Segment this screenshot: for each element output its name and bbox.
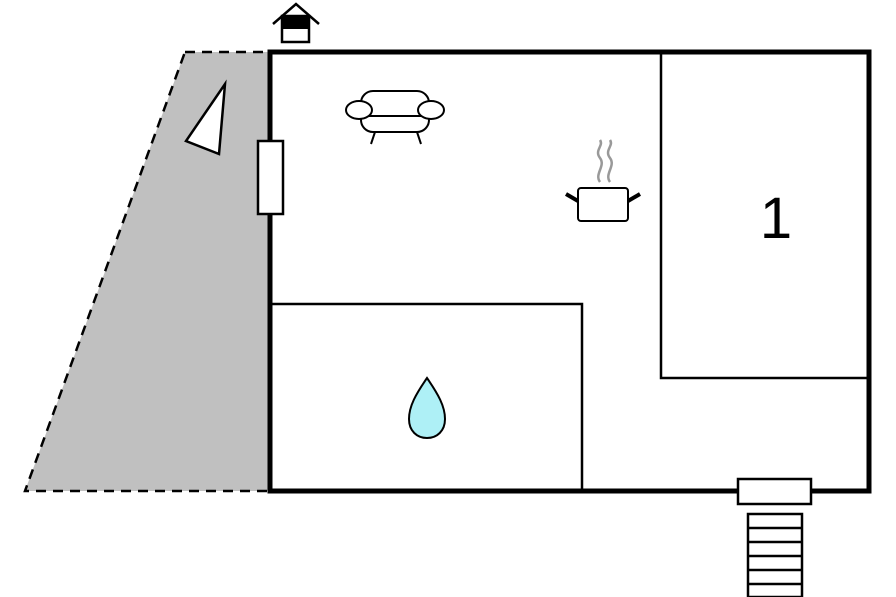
house-chimney-icon: [272, 2, 320, 44]
room-bathroom: [268, 302, 584, 493]
window-west: [256, 139, 285, 216]
north-arrow-icon: [184, 79, 227, 156]
stairs-icon: [746, 512, 804, 597]
sofa-icon: [345, 90, 445, 145]
entrance-door: [736, 477, 813, 506]
room-label-bedroom: 1: [760, 186, 792, 251]
water-drop-icon: [407, 376, 447, 440]
terrace-area: [23, 50, 272, 493]
cooking-pot-icon: [564, 139, 642, 222]
room-bedroom: [659, 50, 871, 380]
